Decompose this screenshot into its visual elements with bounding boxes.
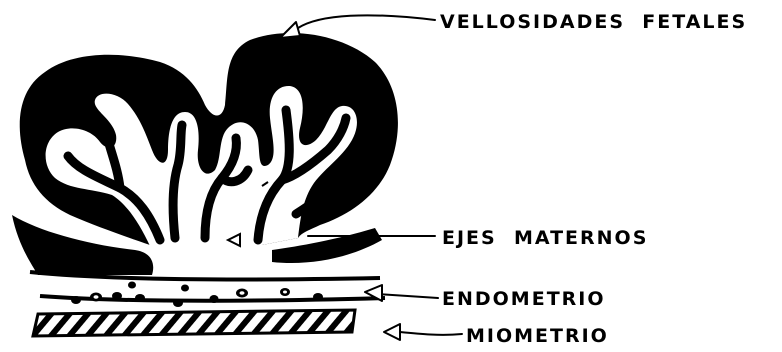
endometrial-gland-rings xyxy=(94,291,288,299)
endometrial-glands xyxy=(71,282,323,308)
label-miometrio: MIOMETRIO xyxy=(466,325,609,347)
label-ejes-maternos: EJES MATERNOS xyxy=(442,227,648,249)
pointer-endometrio xyxy=(365,285,438,301)
label-vellosidades-fetales: VELLOSIDADES FETALES xyxy=(440,11,747,33)
pointer-miometrio xyxy=(384,324,462,340)
label-endometrio: ENDOMETRIO xyxy=(442,288,606,310)
myometrium-bar xyxy=(33,310,355,336)
